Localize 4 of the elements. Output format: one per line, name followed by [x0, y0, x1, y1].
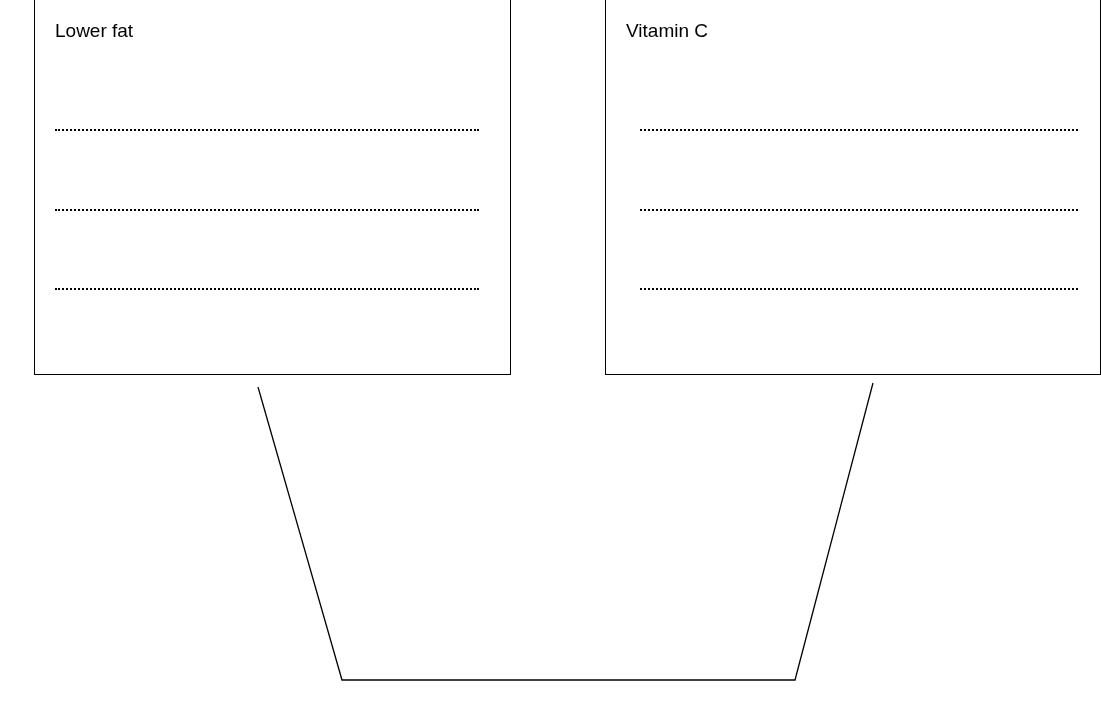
answer-box	[605, 0, 1101, 375]
box-heading: Lower fat	[55, 20, 134, 42]
answer-box	[34, 0, 511, 375]
box-heading: Vitamin C	[626, 20, 708, 42]
